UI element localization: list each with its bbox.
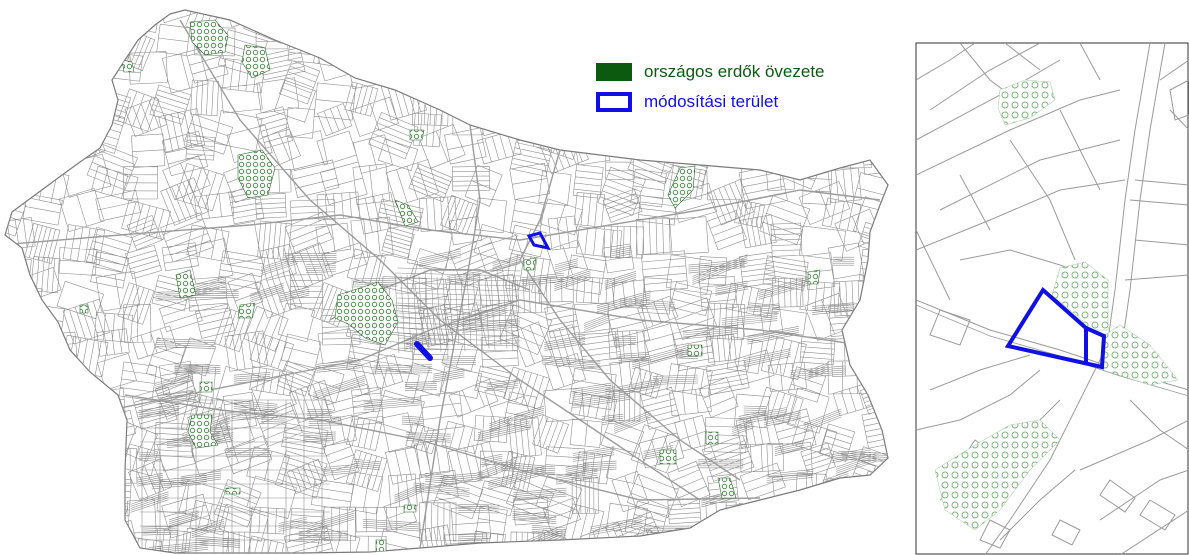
forest-patch bbox=[705, 431, 719, 445]
forest-patch bbox=[934, 419, 1061, 531]
forest-patch bbox=[121, 59, 135, 73]
forest-patch bbox=[241, 44, 271, 79]
forest-patches bbox=[79, 19, 821, 553]
forest-patch bbox=[1102, 324, 1179, 386]
forest-patch bbox=[334, 281, 399, 346]
forest-patch bbox=[807, 269, 821, 285]
modification-area bbox=[1004, 286, 1107, 370]
forest-patch bbox=[199, 381, 213, 393]
legend-item-forest: országos erdők övezete bbox=[596, 57, 825, 87]
legend-item-modification: módosítási terület bbox=[596, 87, 825, 117]
forest-patch bbox=[667, 165, 696, 209]
legend-modification-label: módosítási terület bbox=[644, 92, 779, 111]
forest-patch bbox=[659, 449, 677, 465]
forest-patch bbox=[225, 487, 241, 495]
forest-patch bbox=[1051, 261, 1109, 331]
inset-map bbox=[915, 42, 1189, 555]
forest-patch bbox=[189, 19, 229, 56]
forest-patch bbox=[187, 414, 219, 449]
forest-patch bbox=[394, 199, 419, 227]
legend-forest-label: országos erdők övezete bbox=[644, 62, 825, 81]
grid-district bbox=[140, 399, 330, 553]
forest-patch bbox=[237, 302, 256, 319]
town-core bbox=[394, 267, 522, 353]
modification-areas bbox=[414, 231, 551, 361]
forest-patch bbox=[175, 269, 197, 299]
inset-forest-patches bbox=[934, 79, 1179, 531]
forest-patch bbox=[403, 504, 417, 513]
forest-patch bbox=[523, 257, 537, 271]
overview-map bbox=[4, 9, 889, 554]
forest-patch bbox=[375, 539, 387, 553]
modification-swatch bbox=[596, 92, 632, 112]
inset-modification-area bbox=[1004, 286, 1107, 370]
forest-patch bbox=[409, 129, 425, 141]
modification-area bbox=[526, 231, 551, 251]
map-legend: országos erdők övezete módosítási terüle… bbox=[596, 57, 825, 117]
forest-patch bbox=[717, 477, 737, 499]
forest-patch bbox=[237, 149, 276, 199]
modification-area bbox=[414, 341, 433, 361]
forest-patch bbox=[79, 304, 89, 314]
forest-patch bbox=[687, 344, 703, 357]
forest-patch bbox=[997, 79, 1056, 126]
forest-swatch bbox=[596, 63, 632, 81]
